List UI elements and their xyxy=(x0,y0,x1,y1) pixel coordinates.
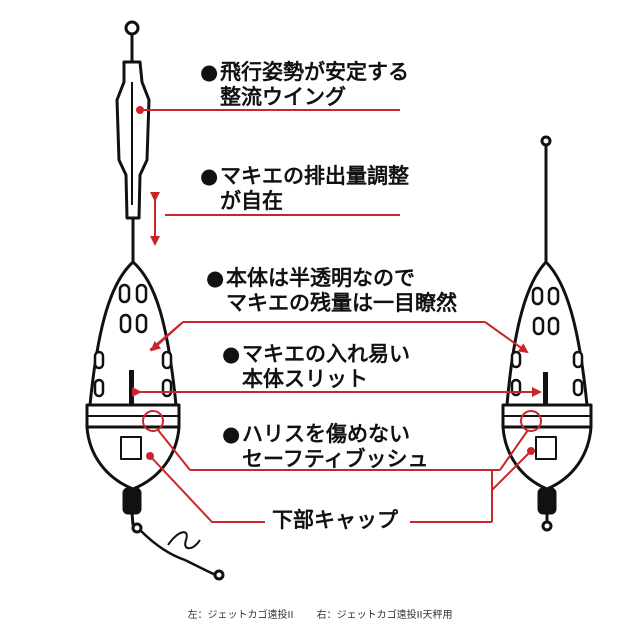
bullet-dot: ● xyxy=(200,164,219,188)
bullet-dot: ● xyxy=(222,342,241,366)
callout-body-slit: ●マキエの入れ易い 本体スリット xyxy=(222,342,410,392)
bullet-dot: ● xyxy=(200,60,219,84)
bullet-dot: ● xyxy=(206,266,225,290)
callout-lower-cap: 下部キャップ xyxy=(272,508,398,533)
callout-discharge-adjust: ●マキエの排出量調整 が自在 xyxy=(200,164,409,214)
callout-slit-line2: 本体スリット xyxy=(242,367,368,391)
caption-left: 左：ジェットカゴ遠投II xyxy=(187,610,294,621)
callout-bush-line2: セーフティブッシュ xyxy=(242,447,429,471)
caption-right: 右：ジェットカゴ遠投II天秤用 xyxy=(316,610,453,621)
callout-translucent-line1: 本体は半透明なので xyxy=(226,266,415,290)
callout-discharge-line1: マキエの排出量調整 xyxy=(220,164,409,188)
callout-wing: ●飛行姿勢が安定する 整流ウイング xyxy=(200,60,409,110)
callout-translucent-line2: マキエの残量は一目瞭然 xyxy=(226,291,457,315)
callout-safety-bush: ●ハリスを傷めない セーフティブッシュ xyxy=(222,422,428,472)
right-float-illustration xyxy=(501,135,593,532)
callout-wing-line1: 飛行姿勢が安定する xyxy=(220,60,409,84)
leader-lines xyxy=(132,106,542,523)
callout-translucent-body: ●本体は半透明なので マキエの残量は一目瞭然 xyxy=(206,266,457,316)
left-float-illustration xyxy=(85,20,225,581)
callout-cap-line1: 下部キャップ xyxy=(272,508,398,532)
figure-caption: 左：ジェットカゴ遠投II 右：ジェットカゴ遠投II天秤用 xyxy=(0,606,640,621)
callout-slit-line1: マキエの入れ易い xyxy=(242,342,410,366)
callout-bush-line1: ハリスを傷めない xyxy=(242,422,410,446)
callout-wing-line2: 整流ウイング xyxy=(220,85,346,109)
bullet-dot: ● xyxy=(222,422,241,446)
callout-discharge-line2: が自在 xyxy=(220,189,283,213)
